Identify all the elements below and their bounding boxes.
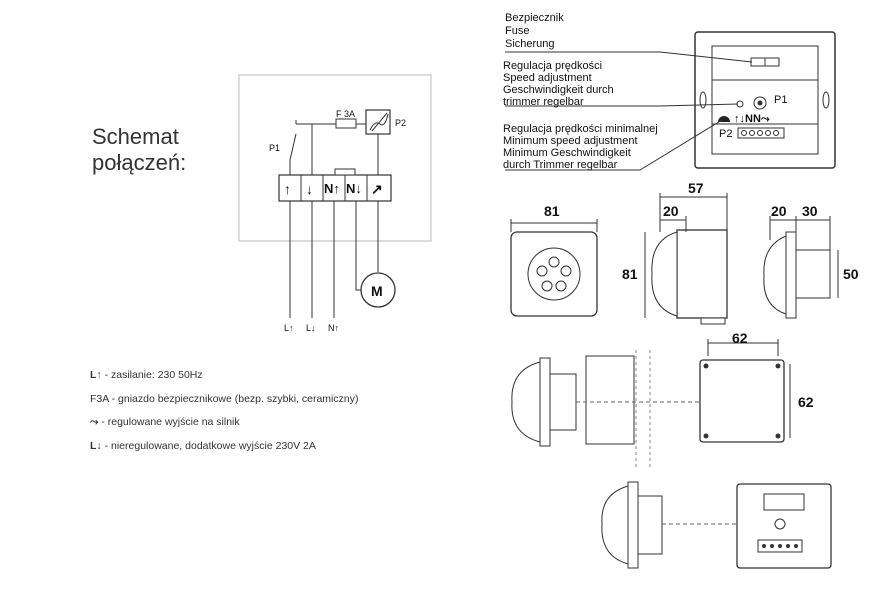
dim-side2-knob: 20 (771, 203, 787, 219)
side2-plate (785, 231, 797, 319)
callout-speed-de2: trimmer regelbar (503, 96, 584, 108)
callout-fuse-pl: Bezpiecznik (505, 12, 564, 24)
callout-speed-de: Geschwindigkeit durch (503, 84, 614, 96)
wire-motor-n (355, 201, 362, 291)
motor-label: M (371, 283, 383, 299)
title-line-1: Schemat (92, 124, 179, 149)
p2-curve (369, 113, 389, 131)
assembly-sleeve (585, 355, 635, 445)
diagram-title: Schemat połączeń: (92, 124, 186, 176)
legend-text: - zasilanie: 230 50Hz (101, 369, 203, 381)
dim-side-knob: 20 (663, 203, 679, 219)
callout-min-de: Minimum Geschwindigkeit (503, 147, 631, 159)
legend-item-fuse: F3A - gniazdo bezpiecznikowe (bezp. szyb… (90, 393, 358, 405)
side-view-knob (651, 231, 678, 317)
p1-label: P1 (269, 143, 281, 153)
callout-min-de2: durch Trimmer regelbar (503, 159, 618, 171)
dim-front-height: 81 (622, 266, 638, 282)
schematic-frame (238, 74, 432, 242)
side-view-body (676, 229, 728, 319)
legend-item-supply: L↑ - zasilanie: 230 50Hz (90, 369, 203, 381)
callout-fuse-line (505, 51, 753, 63)
panel-p1-label: P1 (774, 94, 788, 106)
fuse-label: F 3A (336, 109, 356, 119)
dim-side-depth: 57 (688, 180, 704, 196)
legend-symbol: ⤳ (90, 416, 99, 428)
switch-p1 (289, 133, 297, 161)
bottom-label-l-in: L↑ (284, 323, 294, 333)
p2-label: P2 (395, 118, 407, 128)
legend-text: - nieregulowane, dodatkowe wyjście 230V … (101, 440, 316, 452)
callout-min-line (505, 119, 723, 171)
assembly-knob (511, 361, 541, 443)
panel-p2-label: P2 (719, 128, 733, 140)
terminal-bridge (334, 168, 356, 176)
callout-min-pl: Regulacja prędkości minimalnej (503, 123, 658, 135)
terminal-2: ↓ (306, 181, 313, 197)
terminal-3: N↑ (324, 181, 340, 196)
side2-knob (763, 235, 787, 315)
p2-arrow (371, 112, 388, 132)
callout-min-en: Minimum speed adjustment (503, 135, 638, 147)
legend-item-unregulated: L↓ - nieregulowane, dodatkowe wyjście 23… (90, 440, 316, 452)
junction-box (699, 359, 785, 443)
callout-fuse-de: Sicherung (505, 38, 555, 50)
callout-speed-en: Speed adjustment (503, 72, 592, 84)
bottom-label-l-out: L↓ (306, 323, 316, 333)
terminal-4: N↓ (346, 181, 362, 196)
side2-body (795, 249, 831, 299)
dim-box-width: 62 (732, 330, 748, 346)
terminal-1: ↑ (284, 181, 291, 197)
legend-item-regulated: ⤳ - regulowane wyjście na silnik (90, 416, 240, 429)
motor-symbol (360, 272, 396, 308)
dim-box-height: 62 (798, 394, 814, 410)
front-knob (527, 247, 581, 301)
dim-side2-height: 50 (843, 266, 859, 282)
bottom-label-n-in: N↑ (328, 323, 339, 333)
bottom-knob (601, 485, 629, 565)
callout-speed-line (505, 103, 739, 107)
callout-speed-pl: Regulacja prędkości (503, 60, 603, 72)
callout-fuse-en: Fuse (505, 25, 530, 37)
title-line-2: połączeń: (92, 150, 187, 175)
terminal-5: ↗ (371, 181, 383, 197)
legend-symbol: L↓ (90, 440, 102, 452)
dim-front-width: 81 (544, 203, 560, 219)
dim-side2-body: 30 (802, 203, 818, 219)
legend-text: F3A - gniazdo bezpiecznikowe (bezp. szyb… (90, 393, 359, 405)
panel-terminal-label: ↑↓NN⤳ (734, 113, 770, 125)
legend-text: - regulowane wyjście na silnik (98, 416, 240, 428)
legend-symbol: L↑ (90, 369, 102, 381)
